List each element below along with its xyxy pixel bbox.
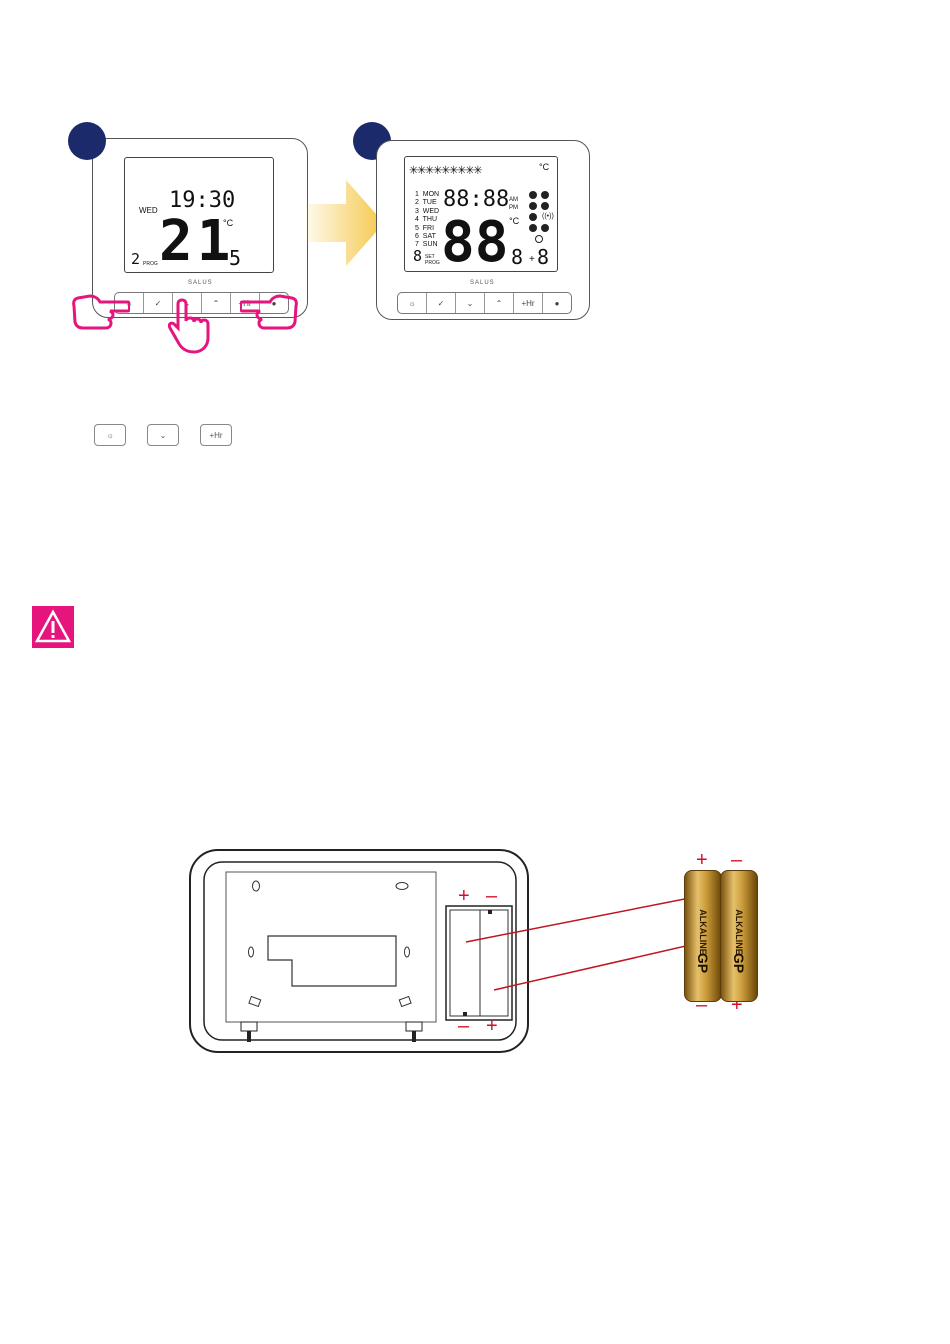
wireless-icon: ((•))	[542, 213, 554, 220]
lcd-prog-label: PROG	[425, 261, 440, 266]
lcd-day: WED	[139, 207, 158, 215]
lcd-screen-1: 19:30 WED 21 °C 5 2 PROG	[124, 157, 274, 273]
check-icon: ✓	[438, 299, 445, 308]
lcd-day: 4 THU	[415, 216, 439, 223]
settings-button[interactable]: ☼	[398, 293, 427, 313]
fan-icon	[529, 224, 537, 232]
lcd-day: 5 FRI	[415, 225, 439, 232]
sun-icon	[529, 202, 537, 210]
lcd-day-list: 1 MON 2 TUE 3 WED 4 THU 5 FRI 6 SAT 7 SU…	[415, 191, 439, 248]
pointing-hand-icon	[70, 288, 130, 330]
lcd-unit: °C	[223, 219, 233, 228]
pointing-hand-icon	[168, 298, 212, 356]
pointing-hand-icon	[240, 288, 300, 330]
lcd-temp-main: 88	[441, 215, 508, 271]
lcd-pm: PM	[509, 205, 518, 211]
snowflake-icon	[541, 191, 549, 199]
polarity-minus: –	[458, 1016, 469, 1036]
brand-logo-1: SALUS	[188, 280, 213, 286]
lcd-plus-digit: 8	[537, 247, 549, 267]
lcd-temp-decimal: 8	[511, 247, 523, 267]
chevron-down-icon: ⌄	[467, 299, 474, 308]
down-button[interactable]: ⌄	[456, 293, 485, 313]
lcd-prog-label: PROG	[143, 262, 158, 267]
lcd-set-digit: 8	[413, 249, 422, 264]
battery-connector-lines	[460, 890, 720, 1000]
legend-settings-button: ☼	[94, 424, 126, 446]
lcd-day: 3 WED	[415, 208, 439, 215]
chevron-up-icon: ⌃	[496, 299, 503, 308]
lcd-prog-number: 2	[131, 252, 140, 267]
lcd-day: 6 SAT	[415, 233, 439, 240]
check-icon: ✓	[155, 299, 162, 308]
confirm-button[interactable]: ✓	[427, 293, 456, 313]
lcd-temp-decimal: 5	[229, 248, 241, 268]
chevron-down-icon: ⌄	[160, 431, 167, 440]
right-arrow-icon	[306, 180, 386, 266]
flame-icon	[529, 191, 537, 199]
aa-battery: ALKALINE GP	[720, 870, 758, 1002]
polarity-plus: +	[486, 1016, 498, 1036]
polarity-plus: +	[696, 850, 708, 870]
moon-icon	[541, 202, 549, 210]
lcd-plus: +	[529, 255, 535, 265]
legend-down-button: ⌄	[147, 424, 179, 446]
chevron-up-icon: ⌃	[213, 299, 220, 308]
clock-icon	[541, 224, 549, 232]
brand-logo-2: SALUS	[470, 280, 495, 286]
battery-brand-mark: GP	[731, 953, 747, 973]
step-badge-1	[68, 122, 106, 160]
button-row-2: ☼ ✓ ⌄ ⌃ +Hr ●	[397, 292, 572, 314]
lock-icon	[529, 213, 537, 221]
info-icon: ●	[555, 299, 560, 308]
aa-battery: ALKALINE GP	[684, 870, 722, 1002]
globe-icon	[535, 235, 543, 243]
lcd-screen-2: ✳✳✳✳✳✳✳✳✳ °C 1 MON 2 TUE 3 WED 4 THU 5 F…	[404, 156, 558, 272]
polarity-minus: –	[731, 850, 742, 870]
legend-plus-hour-button: +Hr	[200, 424, 232, 446]
lcd-clock: 88:88	[443, 189, 509, 211]
lcd-am: AM	[509, 197, 518, 203]
battery-brand-mark: GP	[695, 953, 711, 973]
plus-hour-button[interactable]: +Hr	[514, 293, 543, 313]
lcd-day: 1 MON	[415, 191, 439, 198]
info-button[interactable]: ●	[543, 293, 571, 313]
warning-icon	[32, 606, 74, 648]
lcd-segments-top: ✳✳✳✳✳✳✳✳✳	[409, 162, 481, 177]
lcd-unit-top: °C	[539, 163, 549, 172]
up-button[interactable]: ⌃	[485, 293, 514, 313]
lcd-unit: °C	[509, 217, 519, 226]
gear-icon: ☼	[106, 431, 113, 440]
lcd-day: 2 TUE	[415, 199, 439, 206]
gear-icon: ☼	[408, 299, 415, 308]
